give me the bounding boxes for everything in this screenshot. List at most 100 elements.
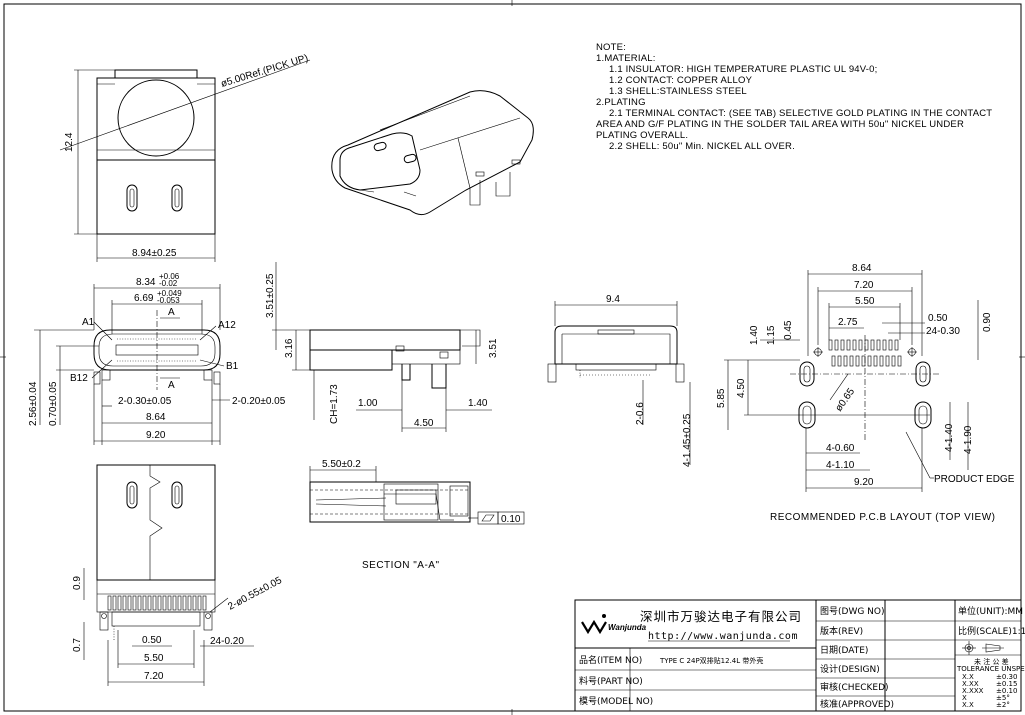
- tol-value: ±0.30: [996, 673, 1017, 681]
- approved-label: 核准(APPROVED): [820, 698, 894, 710]
- dim-pin-left: 2-0.30±0.05: [118, 396, 172, 407]
- pcb-dim-4-0-60: 4-0.60: [826, 443, 855, 454]
- tol-value: ±0.10: [996, 687, 1017, 695]
- part-no-label: 料号(PART NO): [579, 675, 643, 687]
- front-view: A A A1 A12 B12 B1 8.34 +0.06 -0.02 6.69 …: [28, 272, 286, 445]
- notes-block: NOTE: 1.MATERIAL: 1.1 INSULATOR: HIGH TE…: [596, 42, 992, 152]
- unit-label: 单位(UNIT):MM: [958, 605, 1023, 617]
- dim-8-34: 8.34: [136, 277, 156, 288]
- dim-pin-right: 2-0.20±0.05: [232, 396, 286, 407]
- isometric-view: [331, 90, 534, 216]
- dim-3-51-side: 3.51: [488, 338, 499, 358]
- title-block: Wanjunda 深圳市万骏达电子有限公司 http://www.wanjund…: [574, 599, 1025, 712]
- dim-8-34-minus: -0.02: [159, 279, 178, 288]
- flatness-value: 0.10: [501, 514, 521, 525]
- dim-2-56: 2.56±0.04: [28, 381, 39, 426]
- dim-1-00: 1.00: [358, 398, 378, 409]
- pcb-caption: RECOMMENDED P.C.B LAYOUT (TOP VIEW): [770, 512, 996, 523]
- item-no-label: 品名(ITEM NO): [579, 654, 642, 666]
- sheet-border: [3, 3, 1022, 712]
- section-a-bottom: A: [168, 380, 175, 391]
- dim-8-94: 8.94±0.25: [132, 248, 177, 259]
- dim-2-0-6: 2-0.6: [635, 402, 646, 425]
- note-line: PLATING OVERALL.: [596, 130, 688, 141]
- bottom-dim-24-0-20: 24-0.20: [210, 636, 244, 647]
- tolerance-table: X.X ±0.30 X.XX ±0.15 X.XXX ±0.10 X ±5° X…: [962, 673, 1017, 709]
- pcb-dim-9-20: 9.20: [854, 477, 874, 488]
- pcb-dim-4-50: 4.50: [736, 378, 747, 398]
- rear-view: 9.4 2-0.6 4-1.45±0.25: [547, 294, 693, 467]
- note-line: 1.3 SHELL:STAINLESS STEEL: [609, 86, 747, 97]
- dim-3-16: 3.16: [284, 338, 295, 358]
- tol-key: X.X: [962, 673, 974, 681]
- tolerance-en: TOLERANCE UNSPECIFIED: [956, 665, 1025, 673]
- dim-6-69-minus: -0.053: [157, 296, 180, 305]
- top-view: ø5.00Ref.(PICK UP) 12.4 8.94±0.25: [59, 53, 311, 262]
- checked-label: 审核(CHECKED): [820, 681, 889, 693]
- company-website[interactable]: http://www.wanjunda.com: [648, 631, 798, 642]
- tol-key: X.X: [962, 701, 974, 709]
- pcb-dim-1-15: 1.15: [766, 325, 777, 345]
- bottom-dim-0-7: 0.7: [72, 638, 83, 652]
- rev-label: 版本(REV): [820, 625, 863, 637]
- tol-key: X.XXX: [962, 687, 984, 695]
- pin-b1-label: B1: [226, 361, 239, 372]
- dim-ch: CH=1.73: [329, 384, 340, 424]
- note-line: AREA AND G/F PLATING IN THE SOLDER TAIL …: [596, 119, 964, 130]
- model-no-label: 模号(MODEL NO): [579, 696, 653, 707]
- tolerance-cn: 未 注 公 差: [974, 657, 1009, 666]
- pcb-dim-0-50: 0.50: [928, 313, 948, 324]
- section-caption: SECTION "A-A": [362, 560, 440, 571]
- pcb-dim-24-0-30: 24-0.30: [926, 326, 960, 337]
- note-line: 1.MATERIAL:: [596, 53, 656, 64]
- bottom-dim-7-20: 7.20: [144, 671, 164, 682]
- bottom-dim-holes: 2-ø0.55±0.05: [226, 575, 284, 613]
- company-name: 深圳市万骏达电子有限公司: [640, 609, 802, 624]
- dim-4-1-45: 4-1.45±0.25: [682, 413, 693, 467]
- pcb-dim-5-50: 5.50: [855, 296, 875, 307]
- dim-9-20-front: 9.20: [146, 430, 166, 441]
- pin-a12-label: A12: [218, 320, 236, 331]
- pcb-dim-0-45: 0.45: [783, 320, 794, 340]
- pcb-dim-8-64: 8.64: [852, 263, 872, 274]
- bottom-dim-5-50: 5.50: [144, 653, 164, 664]
- pcb-dim-2-75: 2.75: [838, 317, 858, 328]
- pcb-dim-4-1-10: 4-1.10: [826, 460, 855, 471]
- pcb-layout-view: 8.64 7.20 5.50 2.75 0.50 24-0.30 0.90: [716, 263, 1015, 523]
- dim-12-4: 12.4: [64, 132, 75, 152]
- dim-8-64-front: 8.64: [146, 412, 166, 423]
- dim-4-50-side: 4.50: [414, 418, 434, 429]
- side-view: 3.51±0.25 3.16 3.51 CH=1.73 1.00 1.40 4.…: [265, 262, 499, 432]
- company-logo: Wanjunda: [581, 614, 647, 635]
- bottom-pins: [107, 595, 207, 611]
- dim-6-69-plus: +0.049: [157, 289, 182, 298]
- dim-9-4: 9.4: [606, 294, 620, 305]
- date-label: 日期(DATE): [820, 645, 868, 656]
- tol-value: ±5°: [996, 694, 1010, 702]
- tol-key: X.XX: [962, 680, 979, 688]
- pin-b12-label: B12: [70, 373, 88, 384]
- product-edge-label: PRODUCT EDGE: [934, 474, 1015, 485]
- logo-text: Wanjunda: [608, 623, 647, 632]
- design-label: 设计(DESIGN): [820, 663, 880, 675]
- dwg-no-label: 图号(DWG NO): [820, 606, 885, 617]
- tol-key: X: [962, 694, 967, 702]
- section-view: 5.50±0.2 0.10 SECTION "A-A": [309, 459, 525, 571]
- note-line: NOTE:: [596, 42, 626, 53]
- item-no-value: TYPE C 24P双排贴12.4L 带外壳: [659, 656, 763, 665]
- tol-value: ±2°: [996, 701, 1010, 709]
- note-line: 1.2 CONTACT: COPPER ALLOY: [609, 75, 753, 86]
- note-line: 2.2 SHELL: 50u" Min. NICKEL ALL OVER.: [609, 141, 795, 152]
- bottom-dim-0-50: 0.50: [142, 635, 162, 646]
- projection-symbol: [962, 641, 1004, 655]
- note-line: 1.1 INSULATOR: HIGH TEMPERATURE PLASTIC …: [609, 64, 878, 75]
- note-line: 2.PLATING: [596, 97, 646, 108]
- pcb-dim-4-1-40: 4-1.40: [944, 423, 955, 452]
- bottom-dim-0-9: 0.9: [72, 576, 83, 590]
- scale-label: 比例(SCALE)1:1: [958, 625, 1025, 637]
- pcb-dim-0-90: 0.90: [982, 312, 993, 332]
- pin-a1-label: A1: [82, 317, 95, 328]
- pcb-dim-5-85: 5.85: [716, 388, 727, 408]
- dim-6-69: 6.69: [134, 293, 154, 304]
